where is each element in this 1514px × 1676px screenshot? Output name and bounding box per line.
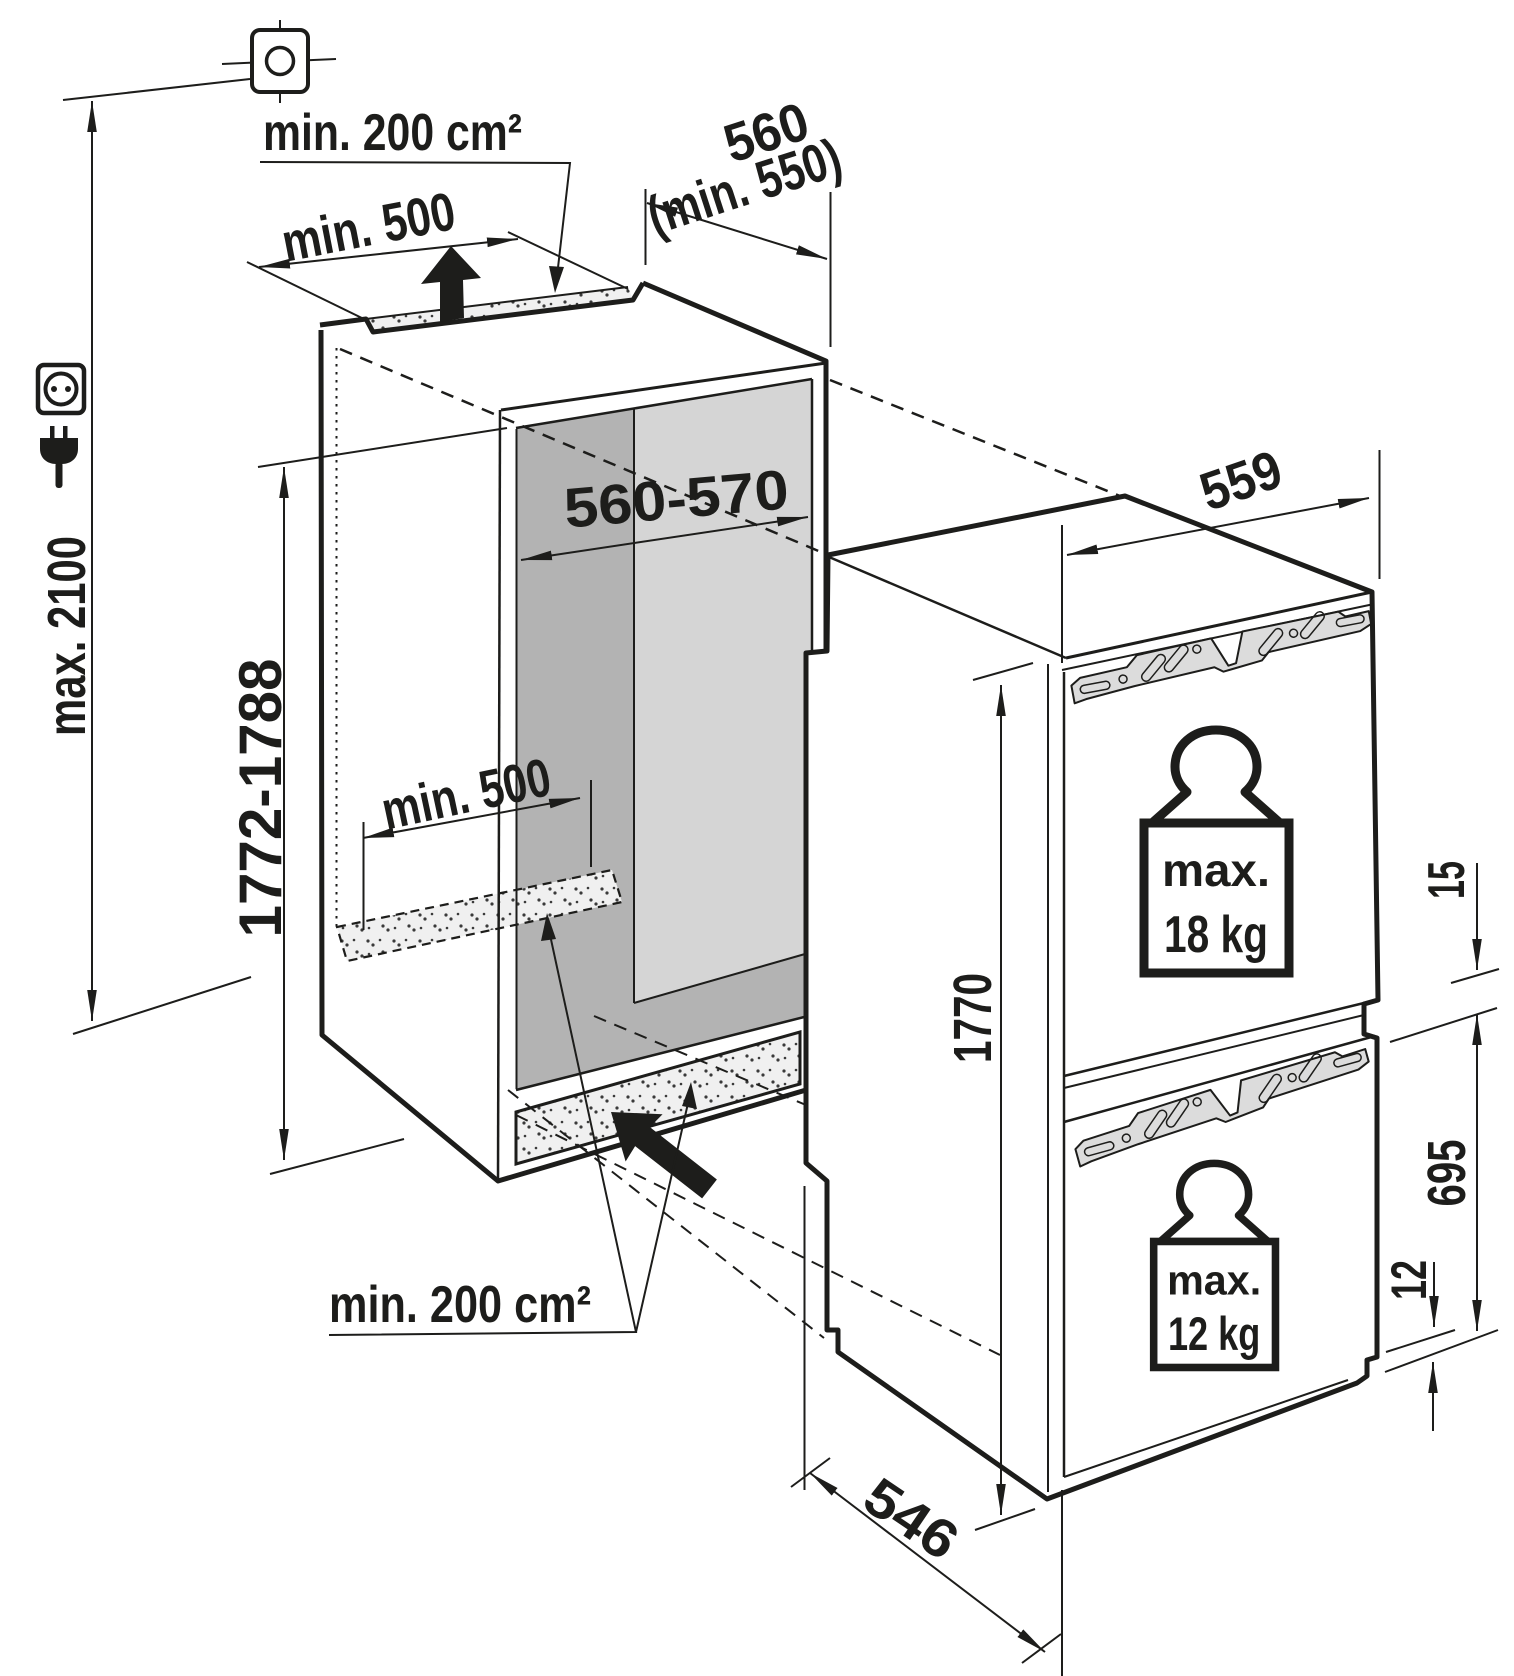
dim-top-gap: 15 [1418,861,1500,984]
wall-mount-leader-line [62,78,251,101]
dim-ceiling-height: max. 2100 [37,101,252,1035]
appliance: max. 18 kg max. 12 kg [803,493,1381,1502]
dim-line-appliance-depth [809,1472,1046,1653]
dim-line-niche-depth [646,202,828,260]
socket-circle [43,371,79,407]
dim-tick [72,976,252,1035]
label-vent-top: min. 200 cm² [259,104,572,293]
label-vent-bottom: min. 200 cm² [328,913,697,1336]
top-vent-slot [366,287,633,332]
projection-line-top-right [829,378,1126,500]
label-vent-top-leader [259,161,572,286]
bottom-door-bottom-edge [1063,1379,1349,1478]
niche-opening-top-edge [515,377,813,430]
plug-prong [63,426,68,438]
dim-appliance-height-label: 1770 [943,973,1003,1063]
dim-ext [507,231,629,290]
dim-line-niche-width [520,516,809,561]
wall-mount-circle [264,45,296,77]
dim-bottom-gap-label: 12 [1381,1260,1437,1300]
dim-niche-height: 1772-1788 [227,427,508,1175]
dim-tick [1385,1329,1456,1353]
dim-line-floor-depth [362,797,581,839]
door-gap-line [1063,1014,1365,1089]
label-vent-bottom-text: min. 200 cm² [329,1276,591,1334]
plug-body [40,438,78,464]
dim-ceiling-height-label: max. 2100 [37,536,97,736]
dim-tick [972,662,1034,681]
label-vent-bottom-leader [328,920,692,1336]
wall-mount-icon [221,20,337,103]
niche-floor-back-edge [633,951,813,1004]
dim-tick [1021,1633,1062,1664]
dim-appliance-width-label: 559 [1193,439,1290,522]
leader-arrowhead [682,1082,697,1109]
top-vent-outline [319,281,646,335]
dim-tick [790,1457,831,1488]
weight-top-label-2: 18 kg [1164,906,1268,964]
plug-stem [55,462,63,488]
wall-mount-box [250,28,310,94]
weight-icon-bottom: max. 12 kg [1154,1163,1276,1367]
dim-bottom-gap: 12 [1381,1260,1456,1431]
socket-pin-hole [51,386,57,392]
dim-appliance-depth-label: 546 [853,1466,969,1572]
dim-lower-door-height: 695 [1384,1007,1499,1373]
niche-front-left-edge [496,409,502,1182]
weight-bottom-label-1: max. [1167,1256,1261,1303]
leader-arrowhead [549,266,564,293]
niche-left-wall-and-floor [516,408,812,1090]
niche-plinth-vent-slot [514,1030,802,1166]
dim-tick [974,1508,1036,1531]
bottom-door-top-edge [1063,1034,1376,1124]
projection-line-bottom-1 [507,1089,825,1339]
niche-floor-vent-slot [335,868,624,963]
appliance-top-left-edge [828,555,1067,660]
dim-tick [257,427,508,468]
airflow-inlet-arrow [611,1112,717,1199]
dim-tick [269,1138,405,1175]
appliance-top-front-edge [1065,590,1373,660]
dim-tick [1389,1007,1498,1043]
niche-front-top-edge [500,361,827,412]
dim-tick [1384,1329,1499,1373]
dim-top-gap-label: 15 [1418,861,1476,899]
niche-floor-front-edge [515,1013,813,1092]
power-plug-icon [40,426,78,488]
dim-line-top-clearance [258,237,519,269]
weight-icon-top: max. 18 kg [1144,730,1289,973]
power-socket-icon [35,362,87,416]
plug-prong [50,426,55,438]
dim-niche-depth: 560 (min. 550) [640,91,849,347]
dim-tick [1450,968,1500,984]
weight-bottom-label-2: 12 kg [1168,1307,1260,1360]
leader-arrowhead [541,913,556,941]
label-vent-top-text: min. 200 cm² [263,104,522,162]
dim-line-appliance-width [1066,497,1370,556]
dim-ext [246,261,367,321]
dim-lower-door-height-label: 695 [1417,1140,1477,1207]
top-door-bottom-edge [1063,1001,1365,1078]
niche-top-vent [319,281,646,335]
socket-pin-hole [65,386,71,392]
dim-top-clearance-label: min. 500 [277,181,460,273]
dim-niche-height-label: 1772-1788 [227,659,294,938]
top-vent-slot-back-edge [365,286,629,320]
projection-line-bottom-3 [593,1015,807,1106]
weight-top-label-1: max. [1162,844,1270,896]
